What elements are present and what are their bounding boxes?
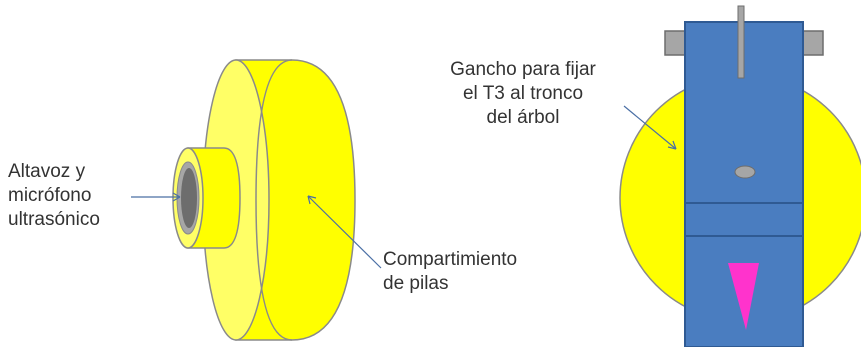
screw-head	[734, 165, 756, 179]
hook-arrowhead	[667, 140, 677, 150]
speaker-arrowhead	[172, 192, 181, 202]
hook-pin	[737, 5, 745, 79]
hook-label-line-3: del árbol	[486, 107, 560, 128]
cylinder-device	[172, 59, 356, 341]
speaker-label-line-3: ultrasónico	[8, 209, 100, 230]
battery-arrow	[307, 195, 382, 269]
battery-label-line-1: Compartimiento	[383, 249, 518, 270]
battery-compartment-label: Compartimiento de pilas	[383, 248, 583, 296]
direction-marker	[728, 263, 759, 330]
mounted-device	[619, 5, 861, 348]
battery-arrowhead	[307, 195, 317, 205]
speaker-label-line-2: micrófono	[8, 185, 92, 206]
hook-label: Gancho para fijar el T3 al tronco del ár…	[423, 58, 623, 130]
hook-arrow	[623, 105, 677, 150]
clamp-left	[664, 30, 688, 56]
battery-compartment-seam	[255, 59, 293, 341]
speaker-label: Altavoz y micrófono ultrasónico	[8, 160, 138, 232]
cylinder-body	[235, 59, 356, 341]
clamp-right	[800, 30, 824, 56]
speaker-label-line-1: Altavoz y	[8, 161, 86, 182]
speaker-membrane	[181, 168, 197, 228]
battery-label-line-2: de pilas	[383, 273, 449, 294]
hook-label-line-2: el T3 al tronco	[462, 83, 584, 104]
hook-label-line-1: Gancho para fijar	[450, 59, 596, 80]
